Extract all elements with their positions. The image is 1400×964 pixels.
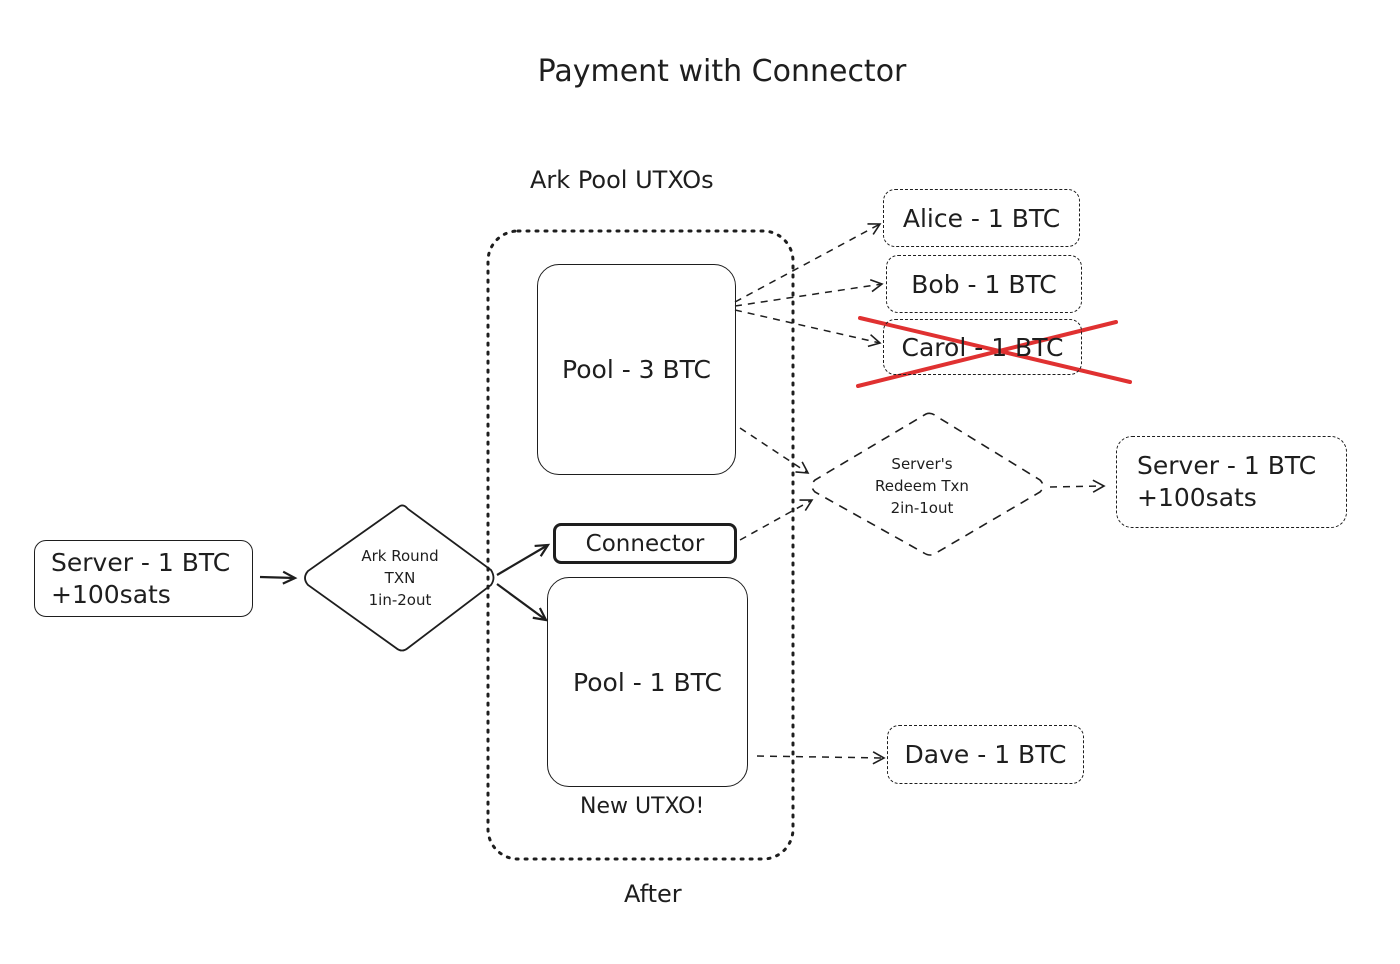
connector-label: Connector: [585, 530, 705, 557]
arrow-pool3-to-carol: [734, 309, 882, 348]
dave-label: Dave - 1 BTC: [904, 740, 1067, 769]
new-utxo-caption: New UTXO!: [580, 794, 705, 819]
diagram-title: Payment with Connector: [537, 54, 907, 89]
arrow-connector-to-redeem: [739, 499, 814, 541]
pool-3-btc-box: Pool - 3 BTC: [537, 264, 736, 475]
arrow-redeem-to-server: [1049, 479, 1106, 493]
ark-round-line1: Ark Round: [361, 547, 439, 565]
server-input-line2: +100sats: [51, 579, 171, 609]
dave-box: Dave - 1 BTC: [887, 725, 1084, 784]
ark-round-line3: 1in-2out: [368, 591, 432, 609]
arrow-pool3-to-alice: [734, 223, 882, 303]
alice-label: Alice - 1 BTC: [902, 203, 1061, 233]
bob-box: Bob - 1 BTC: [886, 255, 1082, 313]
arrow-pool1-to-dave: [756, 751, 886, 765]
bob-label: Bob - 1 BTC: [911, 269, 1057, 299]
server-output-line1: Server - 1 BTC: [1137, 451, 1317, 480]
server-output-box: Server - 1 BTC +100sats: [1116, 436, 1347, 528]
server-output-line2: +100sats: [1137, 483, 1257, 512]
arrow-round-to-pool1: [496, 583, 548, 622]
connector-box: Connector: [553, 523, 737, 564]
pool-1-btc-box: Pool - 1 BTC: [547, 577, 748, 787]
redeem-line1: Server's: [891, 455, 953, 473]
group-footer: After: [624, 880, 682, 908]
alice-box: Alice - 1 BTC: [883, 189, 1080, 247]
carol-label: Carol - 1 BTC: [901, 332, 1064, 362]
arrow-server-to-round: [259, 570, 298, 585]
redeem-txn-text: Server's Redeem Txn 2in-1out: [852, 453, 992, 519]
pool-1-btc-label: Pool - 1 BTC: [573, 667, 722, 697]
carol-box: Carol - 1 BTC: [883, 319, 1082, 375]
redeem-line3: 2in-1out: [890, 499, 954, 517]
pool-3-btc-label: Pool - 3 BTC: [562, 355, 711, 384]
server-input-line1: Server - 1 BTC: [51, 547, 231, 577]
arrow-pool3-to-bob: [734, 278, 884, 307]
arrow-round-to-connector: [496, 543, 551, 576]
redeem-line2: Redeem Txn: [875, 477, 969, 495]
server-input-box: Server - 1 BTC +100sats: [34, 540, 253, 617]
group-label: Ark Pool UTXOs: [530, 166, 714, 194]
ark-round-line2: TXN: [384, 569, 416, 587]
ark-round-text: Ark Round TXN 1in-2out: [338, 545, 462, 611]
arrow-pool3-to-redeem: [739, 427, 810, 474]
